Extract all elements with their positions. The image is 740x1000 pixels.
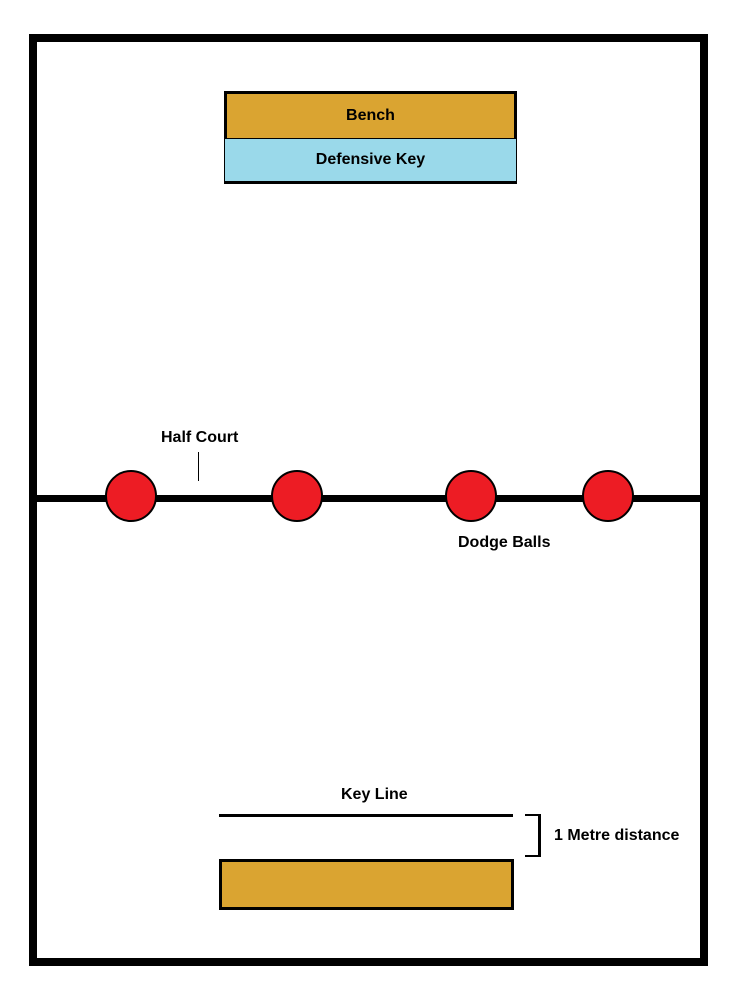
dodge-ball [445,470,497,522]
bench-bottom [219,859,514,910]
defensive-key-zone: Defensive Key [224,139,517,184]
dodge-ball [582,470,634,522]
dodge-ball [271,470,323,522]
half-court-pointer [198,452,199,481]
distance-label: 1 Metre distance [554,827,680,844]
defensive-key-label: Defensive Key [315,151,426,168]
half-court-line [36,495,702,502]
key-line [219,814,513,817]
bench-top: Bench [224,91,517,140]
half-court-label: Half Court [161,429,239,446]
key-line-label: Key Line [341,786,408,803]
bench-label: Bench [346,107,395,124]
distance-bracket [525,814,541,857]
dodge-balls-label: Dodge Balls [458,534,551,551]
dodge-ball [105,470,157,522]
